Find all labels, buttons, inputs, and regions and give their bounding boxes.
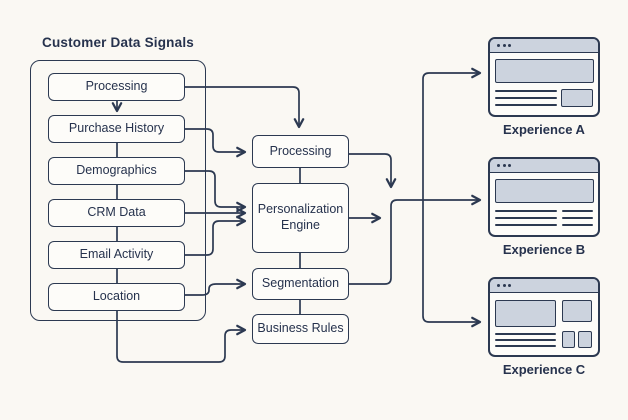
- text-line: [495, 97, 557, 99]
- node-demographics: Demographics: [48, 157, 185, 185]
- edge-bus-to-experience-c: [422, 200, 482, 328]
- window-controls-icon: [490, 279, 598, 293]
- text-line: [562, 224, 593, 226]
- edge-bus-to-experience-a: [422, 67, 482, 200]
- window-dot-icon: [502, 284, 506, 287]
- text-line: [495, 210, 557, 212]
- node-personalization-engine: Personalization Engine: [252, 183, 349, 253]
- node-business-rules: Business Rules: [252, 314, 349, 344]
- label-experience-b: Experience B: [502, 242, 586, 257]
- window-experience-b: [488, 157, 600, 237]
- edge-processing-to-bus: [349, 153, 397, 189]
- thumbnail-placeholder: [578, 331, 592, 348]
- customer-data-signals-group: [30, 60, 206, 321]
- sidebar-block-placeholder: [562, 300, 592, 322]
- node-crm-data: CRM Data: [48, 199, 185, 227]
- window-dot-icon: [508, 44, 511, 47]
- node-purchase-history: Purchase History: [48, 115, 185, 143]
- edge-segmentation-to-experience-b: [349, 194, 482, 285]
- node-segmentation: Segmentation: [252, 268, 349, 300]
- window-dot-icon: [497, 284, 500, 287]
- node-email-activity: Email Activity: [48, 241, 185, 269]
- hero-banner-placeholder: [495, 179, 594, 203]
- window-experience-a: [488, 37, 600, 117]
- node-source-processing: Processing: [48, 73, 185, 101]
- text-line: [495, 345, 556, 347]
- window-dot-icon: [497, 44, 500, 47]
- edge-location-to-segmentation: [185, 278, 247, 296]
- window-controls-icon: [490, 39, 598, 53]
- text-line: [495, 339, 556, 341]
- edge-email-to-engine: [185, 215, 247, 256]
- text-line: [495, 224, 557, 226]
- label-experience-a: Experience A: [503, 122, 585, 137]
- label-experience-c: Experience C: [502, 362, 586, 377]
- window-dot-icon: [502, 164, 506, 167]
- window-dot-icon: [508, 284, 511, 287]
- window-dot-icon: [497, 164, 500, 167]
- edge-purchase-history-to-processing: [185, 128, 247, 158]
- window-experience-c: [488, 277, 600, 357]
- edge-demographics-to-engine: [185, 170, 247, 213]
- text-line: [495, 90, 557, 92]
- thumbnail-placeholder: [562, 331, 575, 348]
- text-line: [495, 104, 557, 106]
- edge-location-to-business-rules: [116, 311, 247, 363]
- content-block-placeholder: [495, 300, 556, 327]
- thumbnail-placeholder: [561, 89, 593, 107]
- window-dot-icon: [502, 44, 506, 47]
- group-title: Customer Data Signals: [42, 35, 194, 50]
- node-pipeline-processing: Processing: [252, 135, 349, 168]
- text-line: [562, 217, 593, 219]
- text-line: [562, 210, 593, 212]
- window-dot-icon: [508, 164, 511, 167]
- node-location: Location: [48, 283, 185, 311]
- edge-source-processing-to-processing: [185, 86, 305, 129]
- text-line: [495, 217, 557, 219]
- text-line: [495, 333, 556, 335]
- window-controls-icon: [490, 159, 598, 173]
- hero-banner-placeholder: [495, 59, 594, 83]
